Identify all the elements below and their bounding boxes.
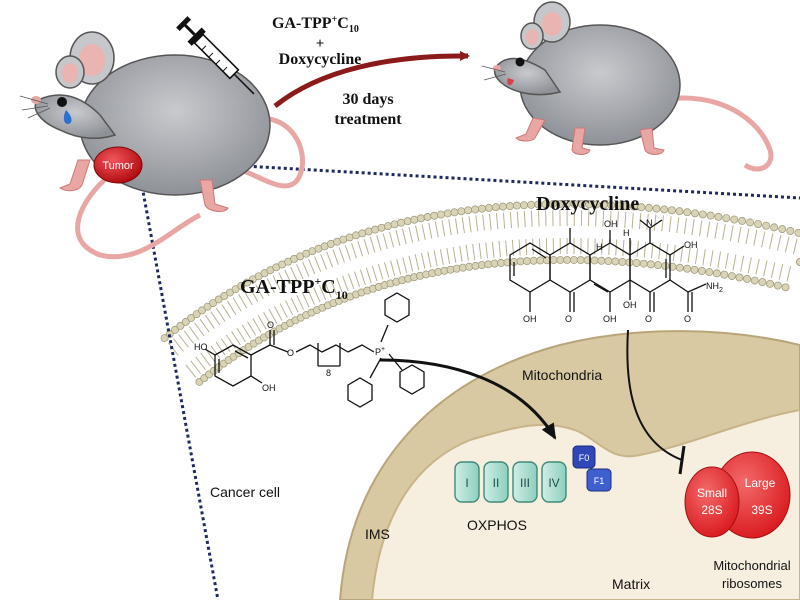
mouse-sick-eye bbox=[57, 97, 67, 107]
tumor-label: Tumor bbox=[102, 160, 134, 172]
tongue bbox=[507, 78, 514, 86]
atp-synthase: F0 F1 bbox=[572, 445, 612, 492]
drug1-sub: 10 bbox=[349, 24, 359, 35]
plus-sign: + bbox=[316, 36, 325, 52]
ribosomes-label-line2: ribosomes bbox=[722, 576, 782, 591]
complex-label: III bbox=[520, 476, 530, 490]
complex-1 bbox=[454, 461, 480, 503]
inhibition-bar bbox=[678, 445, 686, 475]
complex-label: I bbox=[465, 476, 468, 490]
svg-text:F0: F0 bbox=[579, 453, 590, 463]
svg-text:8: 8 bbox=[326, 368, 331, 378]
ribosomes-label-line1: Mitochondrial bbox=[713, 558, 790, 573]
mitochondrial-ribosome: Small 28S Large 39S bbox=[684, 451, 791, 539]
treatment-arrow bbox=[273, 50, 470, 108]
duration-line1: 30 days bbox=[342, 91, 393, 108]
svg-text:OH: OH bbox=[523, 314, 537, 324]
treatment-label: GA-TPP+C10 + Doxycycline 30 days treatme… bbox=[272, 14, 402, 128]
syringe-icon bbox=[176, 16, 255, 95]
oxphos-label: OXPHOS bbox=[467, 517, 527, 533]
mitochondria-label: Mitochondria bbox=[522, 367, 602, 383]
svg-text:NH2: NH2 bbox=[706, 281, 723, 294]
complex-2 bbox=[483, 461, 509, 503]
complex-label: II bbox=[493, 476, 500, 490]
svg-text:H: H bbox=[596, 242, 603, 252]
cancer-cell-label: Cancer cell bbox=[210, 484, 280, 500]
svg-text:Small: Small bbox=[697, 486, 727, 500]
svg-text:GA-TPP+C10: GA-TPP+C10 bbox=[272, 14, 359, 35]
mitochondrion-inner-membrane bbox=[370, 408, 800, 600]
svg-text:O: O bbox=[684, 314, 691, 324]
svg-text:N: N bbox=[646, 218, 653, 228]
complex-4 bbox=[541, 461, 567, 503]
mouse-healthy-eye bbox=[515, 57, 525, 67]
gatpp-structure: HO OH O O 8 P+ bbox=[194, 292, 425, 408]
svg-text:O: O bbox=[565, 314, 572, 324]
doxycycline-structure: OH O OH O O NH2 OH OH H N OH H bbox=[509, 218, 723, 324]
svg-text:O: O bbox=[287, 348, 294, 358]
complex-3 bbox=[512, 461, 538, 503]
drug1-c: C bbox=[337, 15, 349, 32]
drug2-name: Doxycycline bbox=[279, 51, 362, 68]
svg-text:F1: F1 bbox=[594, 476, 605, 486]
mouse-healthy bbox=[481, 1, 774, 172]
zoom-line-left bbox=[138, 174, 220, 600]
doxycycline-inhibition-line bbox=[626, 329, 683, 461]
tumor bbox=[93, 146, 143, 184]
tear-drop-icon bbox=[63, 110, 72, 124]
svg-text:O: O bbox=[267, 320, 274, 330]
svg-text:OH: OH bbox=[603, 314, 617, 324]
drug1-name: GA-TPP bbox=[272, 15, 332, 32]
svg-text:OH: OH bbox=[623, 300, 637, 310]
svg-text:28S: 28S bbox=[701, 503, 722, 517]
drug1-sup: + bbox=[332, 14, 338, 25]
ribosome-small-subunit bbox=[684, 466, 740, 538]
ims-label: IMS bbox=[365, 526, 390, 542]
atp-synthase-f1 bbox=[586, 468, 612, 492]
doxycycline-title: Doxycycline bbox=[536, 193, 639, 215]
svg-text:HO: HO bbox=[194, 342, 208, 352]
atp-synthase-f0 bbox=[572, 445, 596, 469]
svg-text:OH: OH bbox=[684, 240, 698, 250]
svg-text:O: O bbox=[645, 314, 652, 324]
svg-text:OH: OH bbox=[262, 383, 276, 393]
mitochondrion bbox=[338, 330, 800, 600]
duration-line2: treatment bbox=[334, 111, 402, 128]
svg-text:P+: P+ bbox=[375, 346, 385, 357]
svg-text:39S: 39S bbox=[751, 503, 772, 517]
svg-text:Large: Large bbox=[745, 476, 776, 490]
gatpp-arrow bbox=[379, 358, 557, 440]
mouse-sick: Tumor bbox=[19, 16, 306, 260]
matrix-label: Matrix bbox=[612, 576, 650, 592]
gatpp-title: GA-TPP+C10 bbox=[240, 274, 348, 302]
svg-text:OH: OH bbox=[604, 219, 618, 229]
cell-membrane bbox=[160, 200, 800, 386]
svg-text:H: H bbox=[623, 228, 630, 238]
complex-label: IV bbox=[548, 476, 559, 490]
